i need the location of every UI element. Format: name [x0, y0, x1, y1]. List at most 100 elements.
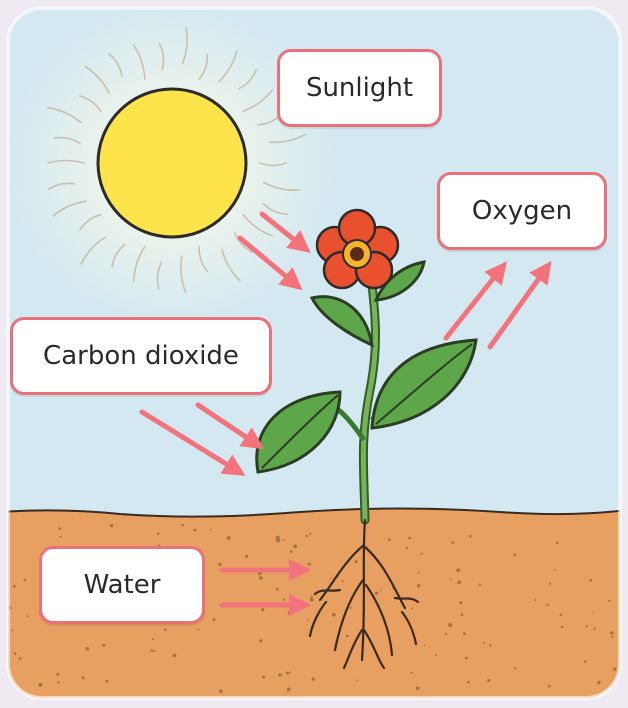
soil-speckle — [213, 618, 216, 621]
soil-speckle — [330, 578, 332, 580]
soil-speckle — [380, 589, 382, 591]
soil-speckle — [173, 654, 177, 658]
soil-speckle — [283, 599, 285, 601]
soil-speckle — [11, 629, 13, 631]
soil-speckle — [283, 539, 285, 541]
soil-speckle — [164, 628, 167, 631]
soil-speckle — [218, 563, 221, 566]
soil-speckle — [19, 657, 22, 660]
soil-speckle — [410, 672, 412, 674]
soil-speckle — [346, 635, 349, 638]
soil-speckle — [467, 681, 470, 684]
soil-speckle — [469, 535, 472, 538]
soil-speckle — [193, 529, 196, 532]
soil-speckle — [451, 541, 454, 544]
soil-speckle — [152, 638, 154, 640]
label-oxygen: Oxygen — [437, 172, 607, 250]
soil-speckle — [408, 537, 411, 540]
soil-speckle — [584, 660, 587, 663]
soil-speckle — [421, 553, 423, 555]
soil-speckle — [56, 673, 59, 676]
soil-speckle — [102, 644, 105, 647]
soil-speckle — [245, 555, 248, 558]
label-carbon-dioxide: Carbon dioxide — [10, 317, 272, 395]
soil-speckle — [611, 636, 613, 638]
soil-speckle — [548, 685, 551, 688]
soil-speckle — [14, 652, 17, 655]
soil-speckle — [450, 579, 452, 581]
soil-speckle — [342, 580, 344, 582]
soil-speckle — [290, 550, 293, 553]
soil-speckle — [259, 639, 262, 642]
soil-speckle — [24, 579, 26, 581]
soil-speckle — [259, 576, 263, 580]
soil-speckle — [157, 533, 159, 535]
soil-speckle — [459, 601, 462, 604]
sun — [98, 89, 246, 237]
soil-speckle — [463, 632, 466, 635]
label-sunlight: Sunlight — [277, 49, 442, 127]
soil-speckle — [418, 572, 420, 574]
soil-speckle — [406, 547, 408, 549]
soil-speckle — [489, 644, 491, 646]
soil-speckle — [554, 569, 556, 571]
soil-speckle — [312, 678, 315, 681]
soil-speckle — [483, 642, 485, 644]
soil-speckle — [307, 619, 309, 621]
soil-speckle — [411, 608, 413, 610]
soil-speckle — [424, 644, 426, 646]
soil-speckle — [262, 676, 265, 679]
soil-speckle — [597, 681, 601, 685]
soil-speckle — [210, 529, 212, 531]
soil-speckle — [57, 681, 59, 683]
soil-speckle — [534, 599, 536, 601]
soil-speckle — [589, 579, 592, 582]
soil-speckle — [610, 631, 614, 635]
soil-speckle — [487, 679, 490, 682]
soil-speckle — [435, 654, 437, 656]
soil-speckle — [105, 680, 108, 683]
soil-speckle — [306, 535, 308, 537]
soil-speckle — [448, 623, 452, 627]
soil-speckle — [417, 584, 420, 587]
soil-speckle — [261, 608, 264, 611]
soil-speckle — [556, 542, 559, 545]
soil-speckle — [608, 600, 610, 602]
label-water: Water — [39, 546, 205, 624]
soil-speckle — [86, 647, 90, 651]
soil-speckle — [82, 676, 85, 679]
soil-speckle — [286, 672, 289, 675]
soil-speckle — [59, 536, 61, 538]
soil-speckle — [388, 538, 391, 541]
soil-speckle — [613, 668, 616, 671]
soil-speckle — [153, 650, 155, 652]
soil-speckle — [479, 584, 481, 586]
soil-speckle — [355, 560, 358, 563]
soil-speckle — [276, 588, 279, 591]
soil-speckle — [593, 612, 595, 614]
soil-speckle — [278, 673, 281, 676]
soil-speckle — [289, 671, 291, 673]
soil-speckle — [514, 554, 516, 556]
soil-speckle — [287, 688, 291, 692]
soil-speckle — [461, 613, 464, 616]
soil-speckle — [311, 599, 314, 602]
soil-speckle — [594, 627, 596, 629]
soil-speckle — [332, 613, 336, 617]
soil-speckle — [561, 626, 564, 629]
soil-speckle — [181, 524, 184, 527]
soil-speckle — [586, 625, 588, 627]
soil-speckle — [416, 687, 420, 691]
soil-speckle — [293, 545, 297, 549]
soil-speckle — [465, 657, 468, 660]
soil-speckle — [309, 533, 311, 535]
soil-speckle — [549, 583, 551, 585]
soil-speckle — [150, 650, 152, 652]
soil-speckle — [288, 611, 292, 615]
soil-speckle — [546, 604, 548, 606]
soil-speckle — [110, 524, 114, 528]
soil-speckle — [219, 689, 223, 693]
soil-speckle — [13, 585, 16, 588]
soil-speckle — [445, 633, 447, 635]
